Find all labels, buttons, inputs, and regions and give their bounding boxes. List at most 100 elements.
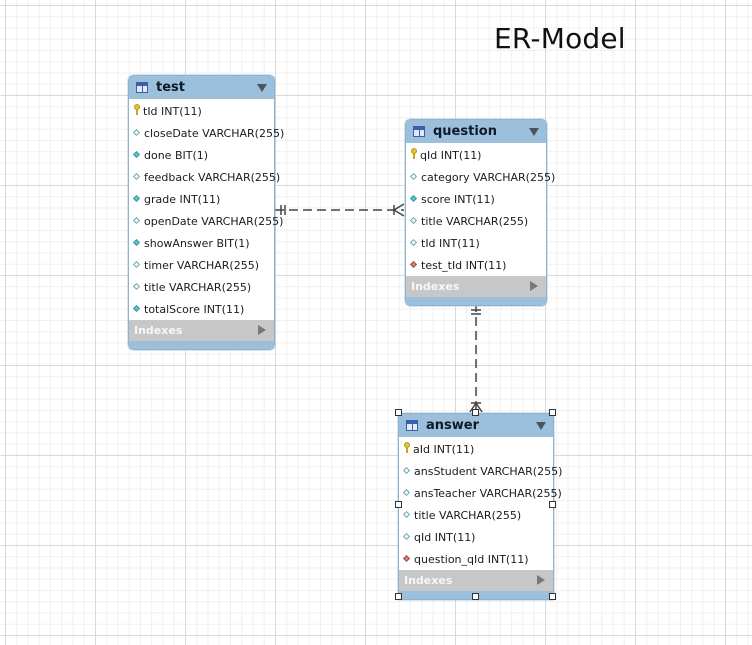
- table-name: question: [433, 124, 497, 139]
- column-row[interactable]: qId INT(11): [406, 144, 546, 166]
- collapse-icon[interactable]: [529, 128, 539, 136]
- column-row[interactable]: done BIT(1): [129, 144, 274, 166]
- resize-handle-bottom[interactable]: [472, 593, 479, 600]
- column-label: qId INT(11): [420, 148, 482, 162]
- column-label: ansStudent VARCHAR(255): [414, 464, 563, 478]
- resize-handle-top[interactable]: [472, 409, 479, 416]
- table-header[interactable]: question: [406, 120, 546, 143]
- indexes-label: Indexes: [404, 574, 453, 587]
- column-row[interactable]: totalScore INT(11): [129, 298, 274, 320]
- column-row[interactable]: ansTeacher VARCHAR(255): [399, 482, 562, 504]
- column-label: grade INT(11): [144, 192, 221, 206]
- relationship-question-answer[interactable]: [469, 303, 483, 413]
- column-label: title VARCHAR(255): [144, 280, 252, 294]
- column-label: showAnswer BIT(1): [144, 236, 250, 250]
- not-null-column-icon: [133, 195, 141, 203]
- column-row[interactable]: feedback VARCHAR(255): [129, 166, 280, 188]
- column-row[interactable]: ansStudent VARCHAR(255): [399, 460, 562, 482]
- table-name: test: [156, 80, 185, 95]
- column-row[interactable]: tId INT(11): [129, 100, 274, 122]
- column-row[interactable]: qId INT(11): [399, 526, 553, 548]
- table-question[interactable]: question qId INT(11) category VARCHAR(25…: [405, 119, 555, 306]
- primary-key-icon: [403, 442, 410, 453]
- indexes-label: Indexes: [411, 280, 460, 293]
- indexes-label: Indexes: [134, 324, 183, 337]
- primary-key-icon: [410, 148, 417, 159]
- column-label: qId INT(11): [414, 530, 476, 544]
- table-icon: [136, 82, 148, 93]
- expand-arrow-icon[interactable]: [258, 325, 266, 335]
- nullable-column-icon: [403, 489, 411, 497]
- resize-handle-right[interactable]: [549, 501, 556, 508]
- resize-handle-left[interactable]: [395, 501, 402, 508]
- table-header[interactable]: test: [129, 76, 274, 99]
- column-row[interactable]: aId INT(11): [399, 438, 553, 460]
- column-label: done BIT(1): [144, 148, 209, 162]
- nullable-column-icon: [133, 261, 141, 269]
- column-label: ansTeacher VARCHAR(255): [414, 486, 562, 500]
- table-icon: [406, 420, 418, 431]
- table-header[interactable]: answer: [399, 414, 553, 437]
- column-label: category VARCHAR(255): [421, 170, 556, 184]
- column-row[interactable]: timer VARCHAR(255): [129, 254, 274, 276]
- nullable-column-icon: [403, 511, 411, 519]
- foreign-key-icon: [410, 261, 418, 269]
- column-row[interactable]: grade INT(11): [129, 188, 274, 210]
- column-label: question_qId INT(11): [414, 552, 529, 566]
- column-row[interactable]: closeDate VARCHAR(255): [129, 122, 284, 144]
- nullable-column-icon: [403, 533, 411, 541]
- column-label: score INT(11): [421, 192, 495, 206]
- not-null-column-icon: [410, 195, 418, 203]
- expand-arrow-icon[interactable]: [537, 575, 545, 585]
- indexes-section[interactable]: Indexes: [406, 276, 546, 297]
- nullable-column-icon: [133, 283, 141, 291]
- column-label: openDate VARCHAR(255): [144, 214, 284, 228]
- column-label: title VARCHAR(255): [414, 508, 522, 522]
- resize-handle-bottom-left[interactable]: [395, 593, 402, 600]
- column-label: closeDate VARCHAR(255): [144, 126, 285, 140]
- indexes-section[interactable]: Indexes: [129, 320, 274, 341]
- nullable-column-icon: [133, 173, 141, 181]
- column-label: feedback VARCHAR(255): [144, 170, 281, 184]
- column-row[interactable]: test_tId INT(11): [406, 254, 546, 276]
- column-row[interactable]: tId INT(11): [406, 232, 546, 254]
- column-label: timer VARCHAR(255): [144, 258, 260, 272]
- indexes-section[interactable]: Indexes: [399, 570, 553, 591]
- resize-handle-bottom-right[interactable]: [549, 593, 556, 600]
- column-label: tId INT(11): [421, 236, 480, 250]
- table-answer[interactable]: answer aId INT(11) ansStudent VARCHAR(25…: [398, 413, 562, 600]
- table-footer: [129, 341, 274, 349]
- nullable-column-icon: [403, 467, 411, 475]
- column-row[interactable]: openDate VARCHAR(255): [129, 210, 283, 232]
- column-label: title VARCHAR(255): [421, 214, 529, 228]
- collapse-icon[interactable]: [257, 84, 267, 92]
- table-footer: [406, 297, 546, 305]
- nullable-column-icon: [410, 173, 418, 181]
- nullable-column-icon: [410, 239, 418, 247]
- not-null-column-icon: [133, 239, 141, 247]
- column-row[interactable]: title VARCHAR(255): [399, 504, 553, 526]
- relationship-test-question[interactable]: [275, 203, 405, 217]
- foreign-key-icon: [403, 555, 411, 563]
- primary-key-icon: [133, 104, 140, 115]
- nullable-column-icon: [410, 217, 418, 225]
- column-row[interactable]: title VARCHAR(255): [129, 276, 274, 298]
- table-name: answer: [426, 418, 480, 433]
- column-row[interactable]: title VARCHAR(255): [406, 210, 546, 232]
- column-row[interactable]: showAnswer BIT(1): [129, 232, 274, 254]
- column-label: aId INT(11): [413, 442, 475, 456]
- not-null-column-icon: [133, 151, 141, 159]
- expand-arrow-icon[interactable]: [530, 281, 538, 291]
- column-row[interactable]: score INT(11): [406, 188, 546, 210]
- resize-handle-top-left[interactable]: [395, 409, 402, 416]
- table-test[interactable]: test tId INT(11) closeDate VARCHAR(255) …: [128, 75, 284, 350]
- diagram-title: ER-Model: [494, 22, 626, 55]
- resize-handle-top-right[interactable]: [549, 409, 556, 416]
- column-row[interactable]: category VARCHAR(255): [406, 166, 555, 188]
- column-row[interactable]: question_qId INT(11): [399, 548, 553, 570]
- nullable-column-icon: [133, 217, 141, 225]
- column-label: totalScore INT(11): [144, 302, 245, 316]
- column-label: test_tId INT(11): [421, 258, 507, 272]
- collapse-icon[interactable]: [536, 422, 546, 430]
